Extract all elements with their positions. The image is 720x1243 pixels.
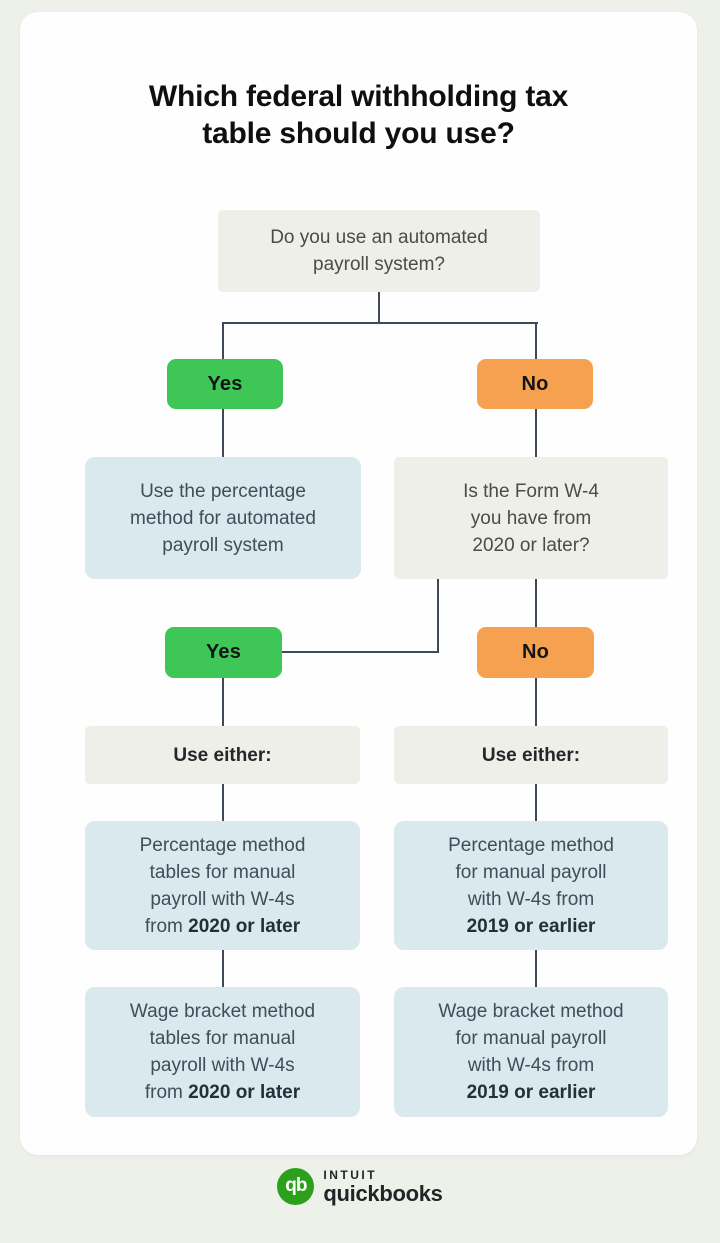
- result-wage-bracket-2019: Wage bracket method for manual payroll w…: [394, 987, 668, 1117]
- question-automated-line2: payroll system?: [313, 254, 445, 275]
- quickbooks-logo-icon: qb: [277, 1168, 315, 1205]
- connector-line: [535, 322, 537, 359]
- result-automated-line2: method for automated: [130, 507, 316, 529]
- flowchart-card: Which federal withholding tax table shou…: [20, 12, 697, 1155]
- pct-left-line2: tables for manual: [149, 861, 296, 883]
- intuit-wordmark: INTUIT: [323, 1167, 378, 1182]
- pct-right-line4: 2019 or earlier: [467, 913, 596, 940]
- wage-left-line4-pre: from: [144, 1082, 189, 1103]
- no-label: No: [521, 372, 549, 395]
- page-title-line2: table should you use?: [202, 117, 515, 150]
- page-title-line1: Which federal withholding tax: [148, 80, 569, 113]
- question-w4-line2: you have from: [470, 507, 592, 529]
- connector-line: [535, 409, 537, 457]
- no-badge-automated: No: [477, 359, 593, 409]
- wage-right-line3: with W-4s from: [467, 1055, 595, 1076]
- wage-left-line4-bold: 2020 or later: [188, 1082, 301, 1103]
- result-automated-line3: payroll system: [162, 534, 284, 556]
- connector-line: [222, 678, 224, 726]
- question-automated-payroll: Do you use an automated payroll system?: [218, 210, 540, 292]
- pct-right-line4-bold: 2019 or earlier: [466, 915, 596, 937]
- question-w4-line3: 2020 or later?: [472, 534, 590, 556]
- pct-left-line3: payroll with W-4s: [150, 888, 295, 910]
- connector-line: [535, 950, 537, 987]
- use-either-right: Use either:: [394, 726, 668, 784]
- wage-left-line3: payroll with W-4s: [150, 1055, 295, 1076]
- wage-right-line4-bold: 2019 or earlier: [466, 1082, 596, 1103]
- result-percentage-automated: Use the percentage method for automated …: [85, 457, 361, 579]
- connector-line: [222, 784, 224, 821]
- connector-line: [535, 678, 537, 726]
- connector-line: [535, 784, 537, 821]
- wage-right-line4: 2019 or earlier: [467, 1079, 596, 1106]
- yes-label: Yes: [207, 372, 243, 395]
- connector-line: [222, 322, 224, 359]
- question-w4-line1: Is the Form W-4: [463, 480, 599, 502]
- pct-left-line4: from 2020 or later: [145, 913, 300, 940]
- pct-left-line4-bold: 2020 or later: [188, 915, 301, 937]
- yes-badge-automated: Yes: [167, 359, 283, 409]
- question-form-w4: Is the Form W-4 you have from 2020 or la…: [394, 457, 668, 579]
- use-either-left: Use either:: [85, 726, 360, 784]
- use-either-left-label: Use either:: [173, 744, 272, 766]
- yes-badge-w4: Yes: [165, 627, 282, 678]
- qb-monogram: qb: [285, 1174, 307, 1196]
- pct-right-line1: Percentage method: [448, 834, 614, 856]
- pct-right-line2: for manual payroll: [455, 861, 607, 883]
- use-either-right-label: Use either:: [481, 744, 581, 766]
- no-badge-w4: No: [477, 627, 594, 678]
- connector-line: [437, 579, 439, 653]
- connector-line: [282, 651, 439, 653]
- result-wage-bracket-2020: Wage bracket method tables for manual pa…: [85, 987, 360, 1117]
- wage-right-line2: for manual payroll: [455, 1028, 607, 1049]
- page-title: Which federal withholding tax table shou…: [20, 78, 697, 152]
- connector-line: [378, 292, 380, 324]
- wage-left-line4: from 2020 or later: [145, 1079, 300, 1106]
- connector-line: [222, 950, 224, 987]
- quickbooks-wordmark: quickbooks: [323, 1180, 443, 1206]
- yes-label: Yes: [205, 641, 242, 663]
- wage-right-line1: Wage bracket method: [438, 1001, 624, 1022]
- no-label: No: [521, 641, 550, 663]
- quickbooks-logo: qb INTUIT quickbooks: [0, 1168, 720, 1205]
- question-automated-line1: Do you use an automated: [270, 227, 488, 248]
- wage-left-line1: Wage bracket method: [129, 1001, 316, 1022]
- connector-line: [222, 409, 224, 457]
- pct-right-line3: with W-4s from: [467, 888, 595, 910]
- result-automated-line1: Use the percentage: [140, 480, 306, 502]
- pct-left-line1: Percentage method: [139, 834, 306, 856]
- result-percentage-manual-2019: Percentage method for manual payroll wit…: [394, 821, 668, 950]
- connector-line: [535, 579, 537, 627]
- connector-line: [222, 322, 538, 324]
- pct-left-line4-pre: from: [144, 915, 189, 937]
- quickbooks-logo-text: INTUIT quickbooks: [323, 1167, 443, 1206]
- wage-left-line2: tables for manual: [149, 1028, 296, 1049]
- result-percentage-manual-2020: Percentage method tables for manual payr…: [85, 821, 360, 950]
